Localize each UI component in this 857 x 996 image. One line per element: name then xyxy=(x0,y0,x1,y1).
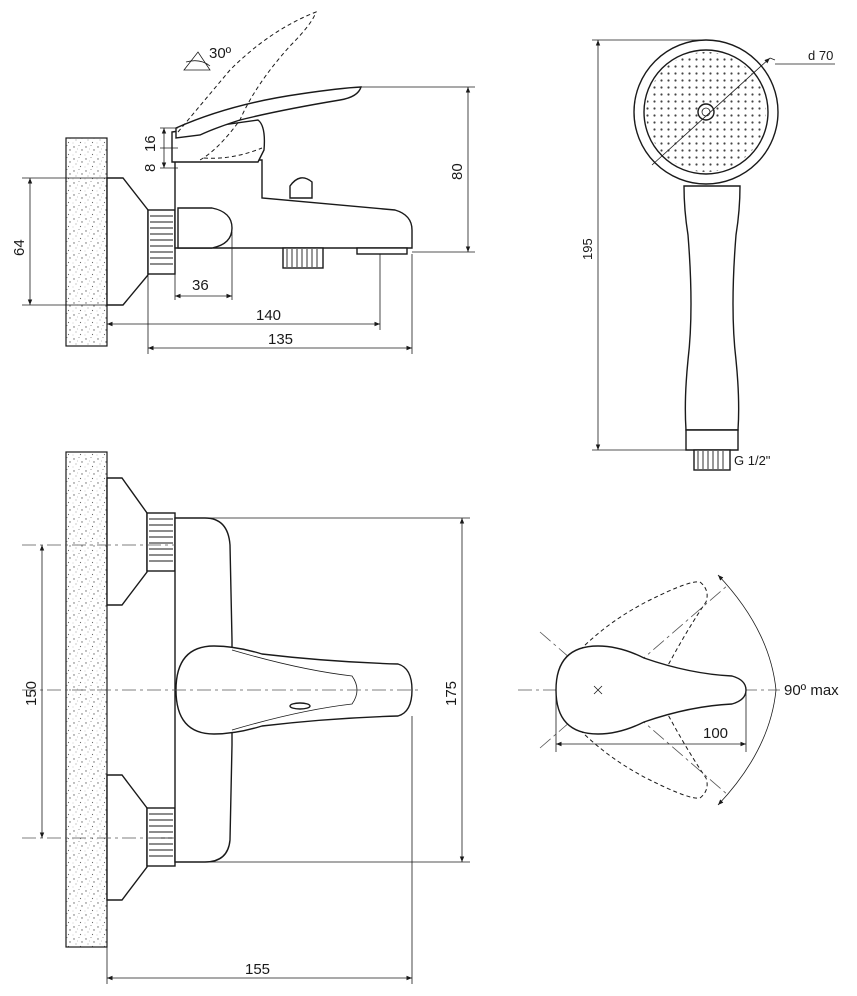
wall-height-label: 64 xyxy=(11,239,28,256)
head-diameter-label: d 70 xyxy=(808,48,833,63)
lever-side xyxy=(175,86,362,139)
spacing-label: 150 xyxy=(23,681,40,706)
shower-outlet-thread xyxy=(282,247,324,269)
aerator-side xyxy=(356,247,408,255)
upper-flange xyxy=(106,477,148,606)
lever-angle-label: 30º xyxy=(209,45,232,62)
angle-arc xyxy=(185,60,211,67)
body-depth-label: 36 xyxy=(192,277,209,294)
shower-length-label: 195 xyxy=(580,238,595,260)
wall-section-side xyxy=(65,137,108,347)
projection-label: 155 xyxy=(245,961,270,978)
lever-top xyxy=(555,645,747,735)
spout-length-label: 140 xyxy=(256,307,281,324)
rotation-arc xyxy=(717,574,777,806)
lower-flange xyxy=(106,774,148,901)
hand-shower-view: d 70 G 1/2" 195 xyxy=(580,39,835,471)
body-height-label: 175 xyxy=(443,681,460,706)
front-view: 150 175 155 xyxy=(22,451,470,984)
lever-offset-label: 16 xyxy=(142,135,159,152)
lower-nut-front xyxy=(146,807,176,867)
spout-end xyxy=(177,207,233,249)
lever-raised-outline xyxy=(177,11,317,161)
shower-handle xyxy=(683,185,741,431)
hose-connector-thread xyxy=(693,449,731,471)
wall-flange-side xyxy=(106,177,149,306)
upper-nut-front xyxy=(146,512,176,572)
mixer-body-side xyxy=(174,159,413,249)
lever-rotation-view: 90º max 100 xyxy=(518,574,839,806)
eccentric-nut-side xyxy=(147,209,176,275)
rotation-label: 90º max xyxy=(784,682,839,699)
handle-end xyxy=(685,429,739,451)
diverter-knob xyxy=(289,177,313,199)
thread-label: G 1/2" xyxy=(734,453,771,468)
lever-length-label: 100 xyxy=(703,725,728,742)
side-view: 30º 16 8 64 80 36 140 135 xyxy=(11,11,475,354)
total-height-label: 80 xyxy=(449,163,466,180)
wall-section-front xyxy=(65,451,108,948)
lever-height-label: 8 xyxy=(142,164,159,172)
lever-front xyxy=(175,645,413,735)
shower-center-cap xyxy=(697,103,715,121)
outlet-length-label: 135 xyxy=(268,331,293,348)
